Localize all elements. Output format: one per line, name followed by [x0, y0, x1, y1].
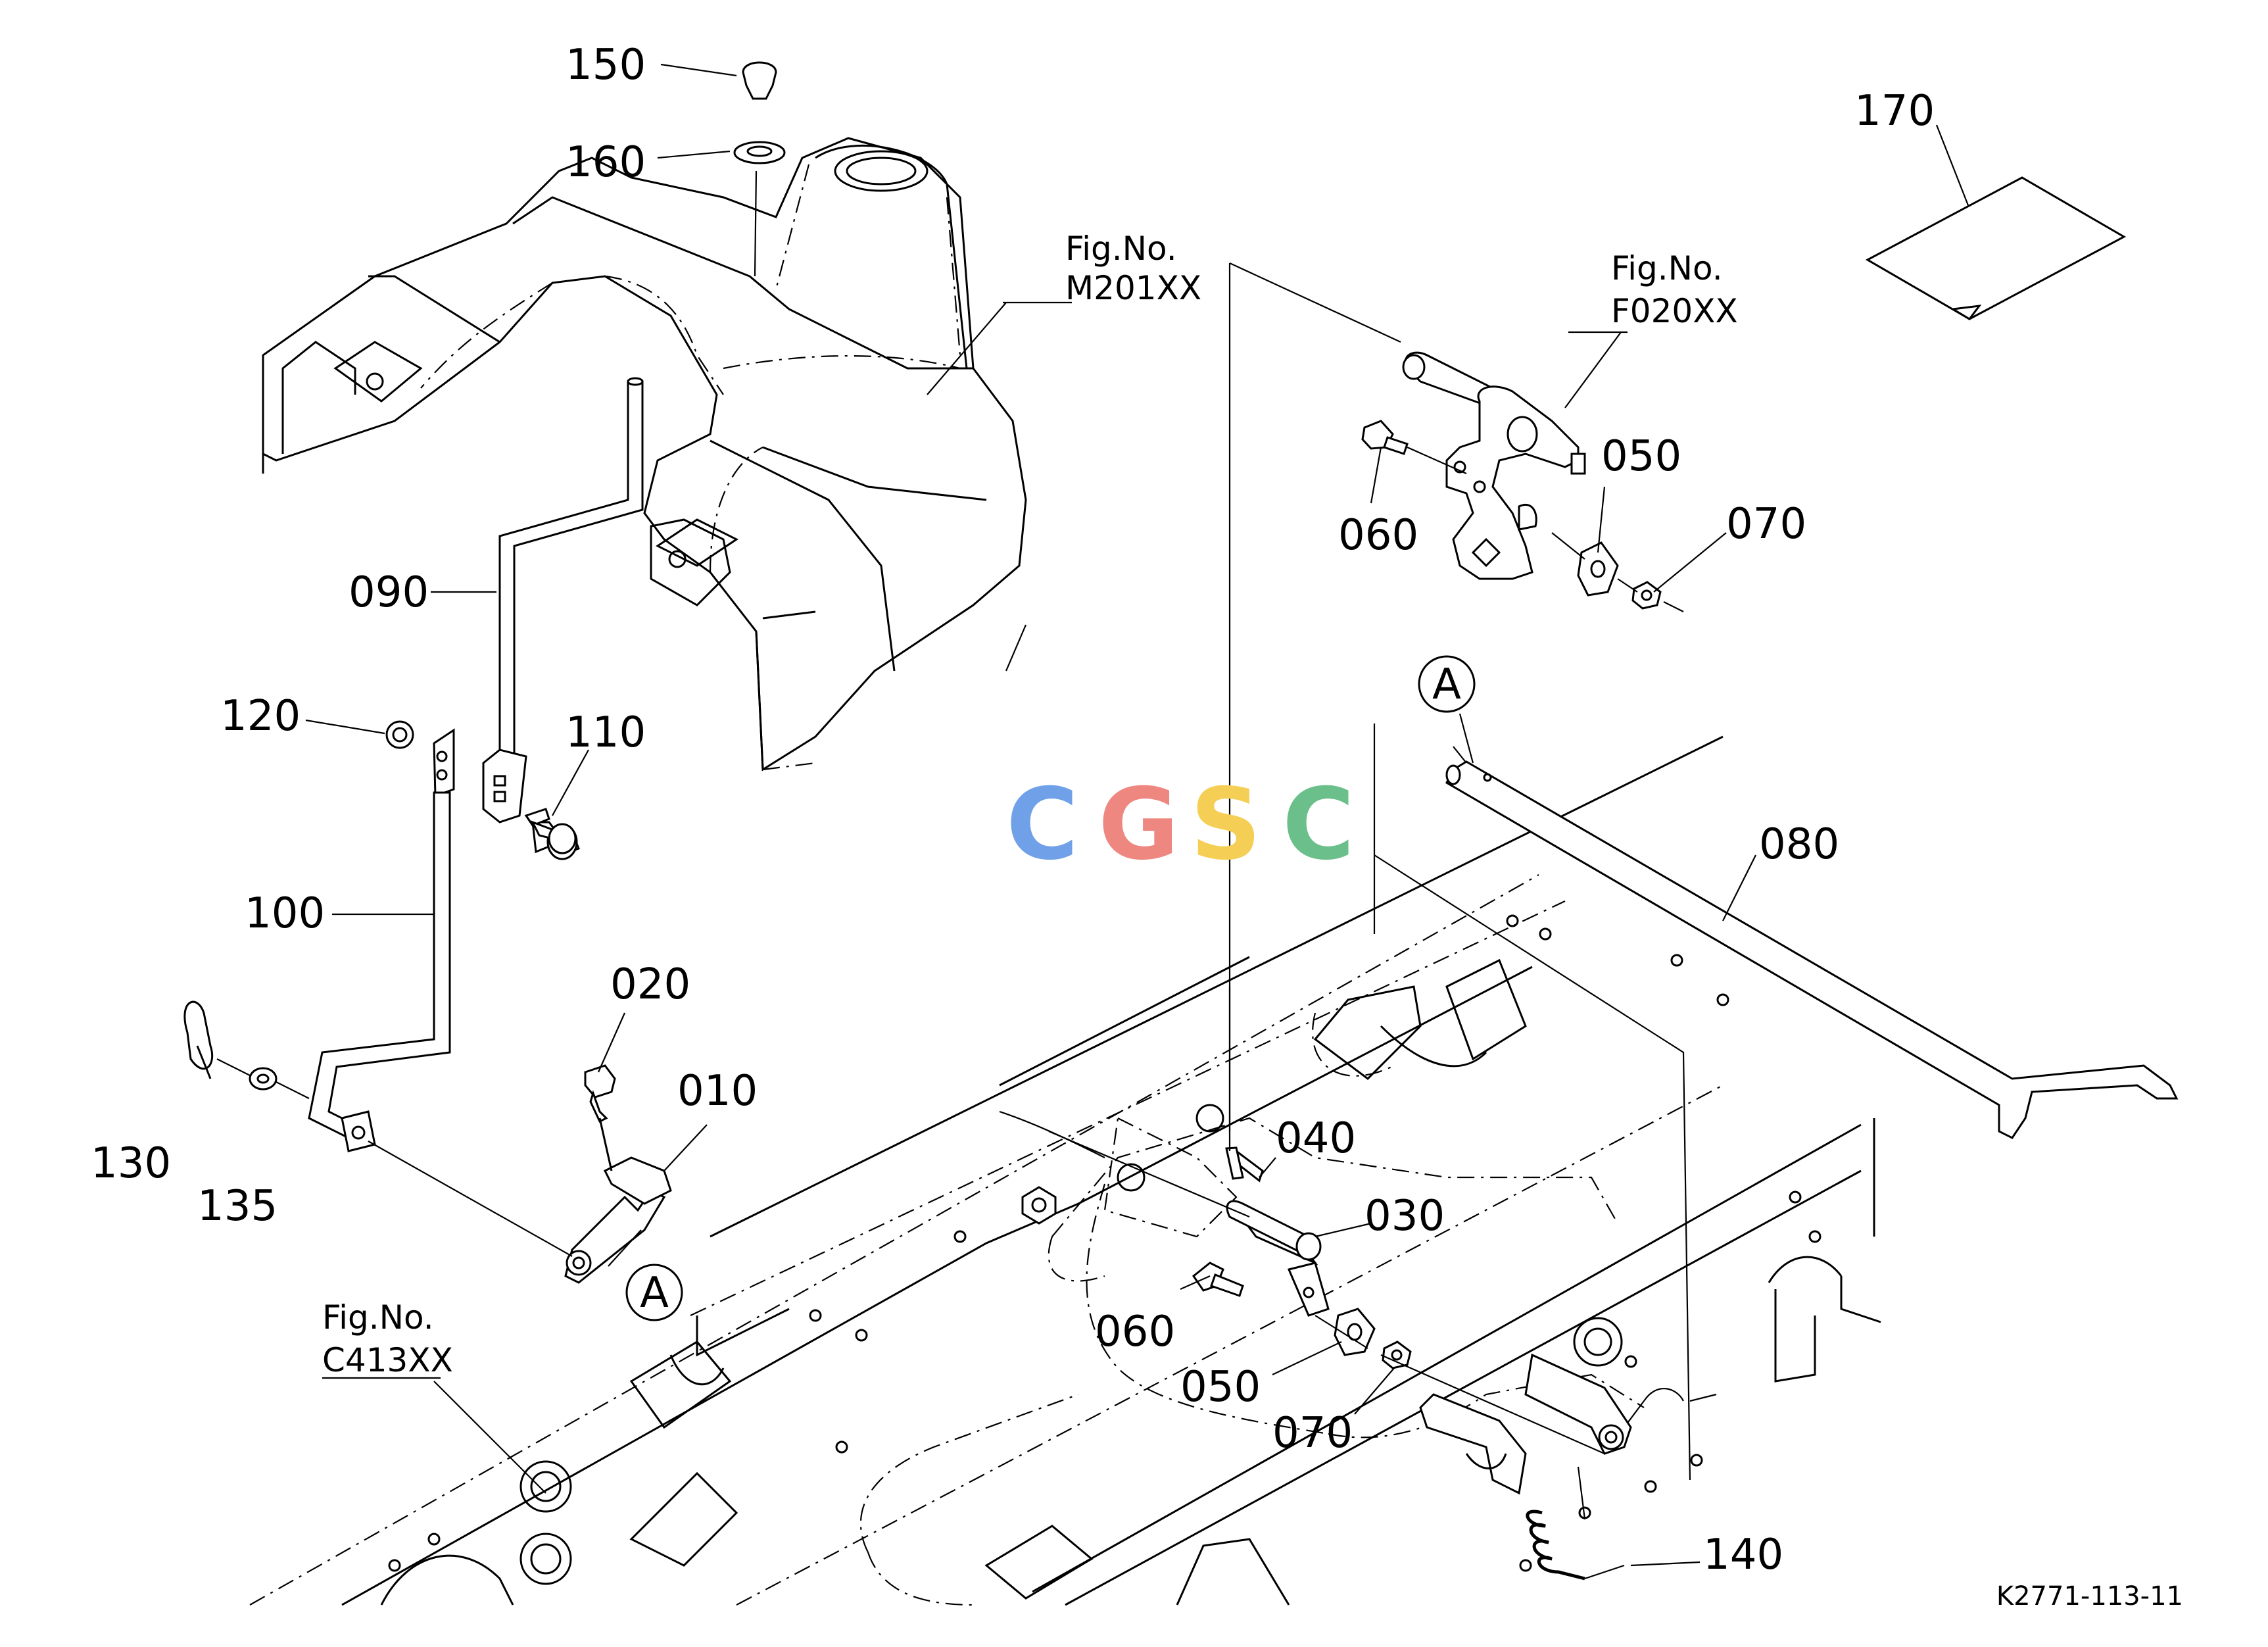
figure-ref-c413-line2: C413XX — [322, 1341, 453, 1379]
knob-150-grommet-160 — [733, 61, 786, 277]
figure-ref-f020-line1: Fig.No. — [1611, 249, 1723, 287]
marker-a-lower-text: A — [640, 1269, 669, 1317]
figure-ref-f020-line2: F020XX — [1611, 292, 1738, 330]
callout-060-upper: 060 — [1338, 511, 1418, 560]
marker-a-lower: A — [625, 1264, 683, 1321]
sheet-170 — [1865, 176, 2127, 320]
callout-020: 020 — [610, 960, 690, 1009]
callout-110: 110 — [566, 708, 646, 757]
callout-150: 150 — [566, 41, 646, 89]
callout-080: 080 — [1759, 820, 1839, 869]
figure-ref-c413: Fig.No. C413XX — [322, 1298, 453, 1379]
drawing-code: K2771-113-11 — [1996, 1581, 2183, 1611]
frame-nut — [1021, 1186, 1057, 1225]
figure-ref-f020: Fig.No. F020XX — [1611, 249, 1738, 330]
callout-160: 160 — [566, 138, 646, 187]
callout-060-lower: 060 — [1095, 1308, 1175, 1356]
callout-010: 010 — [677, 1067, 758, 1116]
pin-130-washer-135 — [183, 1000, 310, 1099]
callout-130: 130 — [91, 1139, 171, 1188]
callout-040: 040 — [1276, 1114, 1356, 1163]
spring-140 — [1419, 1353, 1632, 1581]
figure-ref-m201-line2: M201XX — [1065, 269, 1201, 307]
callout-050-lower: 050 — [1180, 1363, 1261, 1412]
callout-090: 090 — [349, 568, 429, 617]
watermark-letter-4: C — [1282, 768, 1355, 882]
rod-100 — [308, 720, 580, 1152]
callout-labels: 150 160 090 120 110 100 020 010 130 135 … — [91, 41, 1935, 1579]
figure-ref-m201-line1: Fig.No. — [1065, 230, 1177, 268]
figure-ref-m201: Fig.No. M201XX — [1065, 230, 1201, 307]
rod-080 — [1445, 760, 2179, 1139]
figure-ref-c413-line1: Fig.No. — [322, 1298, 434, 1337]
callout-070-lower: 070 — [1272, 1409, 1353, 1458]
bolt-110 — [524, 808, 577, 854]
callout-leaders — [305, 63, 1974, 1567]
watermark-letter-2: G — [1098, 768, 1179, 882]
callout-120: 120 — [220, 692, 301, 741]
callout-050-upper: 050 — [1601, 432, 1681, 481]
callout-135: 135 — [197, 1182, 277, 1231]
nut-070-lower — [1382, 1340, 1412, 1369]
callout-100: 100 — [245, 889, 325, 938]
marker-a-upper-text: A — [1432, 660, 1461, 709]
shaft-030 — [1225, 1146, 1330, 1317]
callout-070-upper: 070 — [1726, 500, 1806, 549]
callout-030: 030 — [1364, 1192, 1445, 1241]
bracket-010 — [564, 1064, 672, 1284]
callout-170: 170 — [1854, 87, 1935, 135]
watermark-letter-1: C — [1006, 768, 1078, 882]
callout-140: 140 — [1703, 1531, 1783, 1579]
watermark-letter-3: S — [1190, 768, 1261, 882]
lever-assembly-upper-right — [1361, 351, 1684, 612]
marker-a-upper: A — [1418, 655, 1476, 713]
cover-assembly — [262, 137, 1027, 772]
rod-090 — [482, 377, 644, 823]
watermark-logo: C G S C — [1006, 768, 1355, 882]
